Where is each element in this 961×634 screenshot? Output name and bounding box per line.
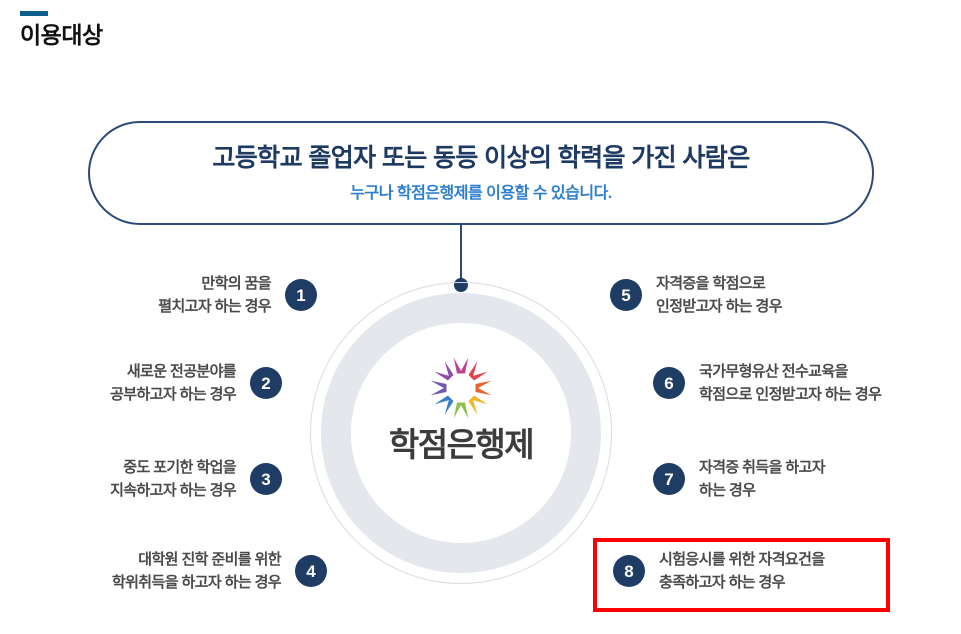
item-line-1: 시험응시를 위한 자격요건을 xyxy=(659,551,825,568)
item-number-badge: 5 xyxy=(610,279,642,312)
item-line-2: 공부하고자 하는 경우 xyxy=(110,386,237,404)
item-text: 대학원 진학 준비를 위한 학위취득을 하고자 하는 경우 xyxy=(111,548,282,595)
item-line-1: 대학원 진학 준비를 위한 xyxy=(138,551,281,568)
item-text: 시험응시를 위한 자격요건을 충족하고자 하는 경우 xyxy=(659,548,825,595)
header-accent-dash xyxy=(20,11,48,16)
list-item: 새로운 전공분야를 공부하고자 하는 경우 2 xyxy=(35,360,282,407)
section-header: 이용대상 xyxy=(20,6,420,48)
item-number-badge: 2 xyxy=(250,367,282,400)
list-item-highlighted: 8 시험응시를 위한 자격요건을 충족하고자 하는 경우 xyxy=(613,548,825,595)
item-line-2: 하는 경우 xyxy=(699,482,756,500)
item-text: 자격증 취득을 하고자 하는 경우 xyxy=(699,456,826,503)
item-line-2: 펼치고자 하는 경우 xyxy=(158,298,271,316)
item-line-1: 자격증 취득을 하고자 xyxy=(699,459,826,476)
page-title: 이용대상 xyxy=(20,22,103,48)
banner-headline: 고등학교 졸업자 또는 동등 이상의 학력을 가진 사람은 xyxy=(212,143,750,172)
flower-logo-icon xyxy=(428,355,494,421)
item-line-1: 국가무형유산 전수교육을 xyxy=(699,363,848,380)
item-text: 자격증을 학점으로 인정받고자 하는 경우 xyxy=(656,272,783,319)
item-number-badge: 3 xyxy=(250,463,282,496)
item-number-badge: 4 xyxy=(295,555,327,588)
connector-line xyxy=(460,225,462,283)
item-number-badge: 7 xyxy=(653,463,685,496)
item-number-badge: 6 xyxy=(653,367,685,400)
list-item: 6 국가무형유산 전수교육을 학점으로 인정받고자 하는 경우 xyxy=(653,360,882,407)
logo-wordmark: 학점은행제 xyxy=(388,426,535,463)
item-line-1: 자격증을 학점으로 xyxy=(656,275,766,292)
list-item: 중도 포기한 학업을 지속하고자 하는 경우 3 xyxy=(35,456,282,503)
list-item: 7 자격증 취득을 하고자 하는 경우 xyxy=(653,456,826,503)
list-item: 5 자격증을 학점으로 인정받고자 하는 경우 xyxy=(610,272,783,319)
center-logo: 학점은행제 xyxy=(361,355,561,515)
eligibility-banner: 고등학교 졸업자 또는 동등 이상의 학력을 가진 사람은 누구나 학점은행제를… xyxy=(88,121,874,225)
item-line-1: 새로운 전공분야를 xyxy=(126,363,237,380)
list-item: 대학원 진학 준비를 위한 학위취득을 하고자 하는 경우 4 xyxy=(30,548,327,595)
center-ring-outline xyxy=(310,282,612,584)
item-line-2: 지속하고자 하는 경우 xyxy=(110,482,237,500)
item-number-badge: 8 xyxy=(613,555,645,588)
item-text: 만학의 꿈을 펼치고자 하는 경우 xyxy=(158,272,271,319)
item-number-badge: 1 xyxy=(285,279,317,312)
banner-subheadline: 누구나 학점은행제를 이용할 수 있습니다. xyxy=(350,184,612,202)
item-line-1: 만학의 꿈을 xyxy=(201,275,271,292)
item-line-2: 학위취득을 하고자 하는 경우 xyxy=(111,574,282,592)
item-line-2: 충족하고자 하는 경우 xyxy=(659,574,786,592)
item-line-1: 중도 포기한 학업을 xyxy=(123,459,236,476)
list-item: 만학의 꿈을 펼치고자 하는 경우 1 xyxy=(70,272,317,319)
item-text: 새로운 전공분야를 공부하고자 하는 경우 xyxy=(110,360,237,407)
item-text: 중도 포기한 학업을 지속하고자 하는 경우 xyxy=(110,456,237,503)
item-line-2: 학점으로 인정받고자 하는 경우 xyxy=(699,386,882,404)
item-text: 국가무형유산 전수교육을 학점으로 인정받고자 하는 경우 xyxy=(699,360,882,407)
item-line-2: 인정받고자 하는 경우 xyxy=(656,298,783,316)
